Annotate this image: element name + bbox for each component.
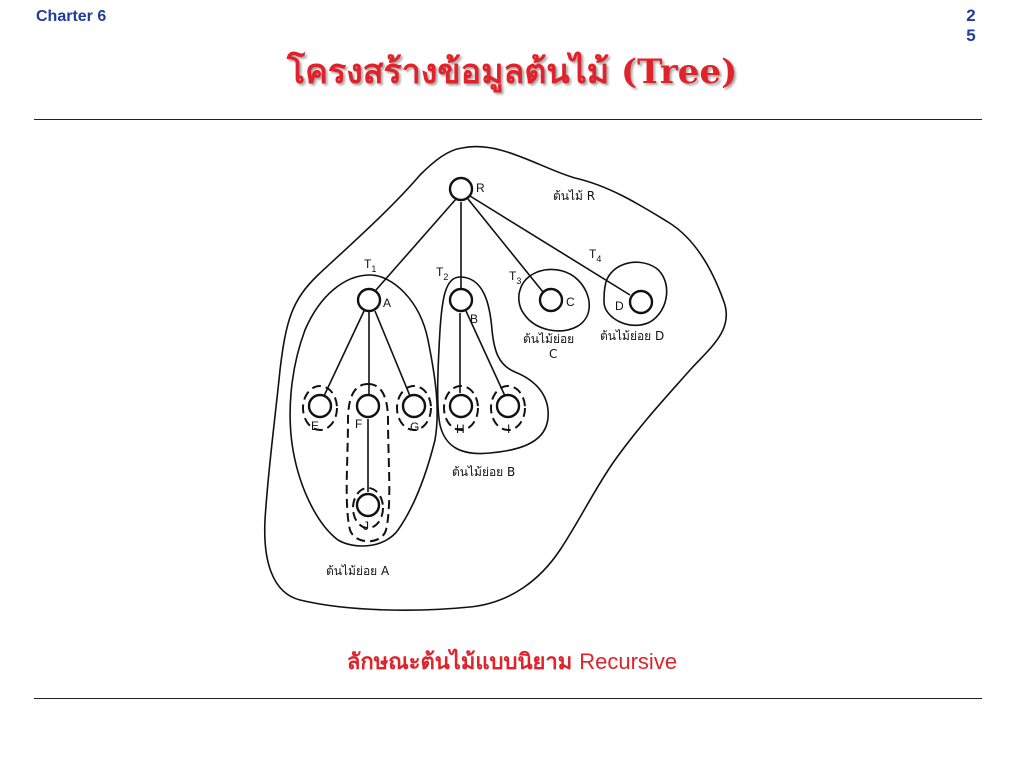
node-g: [401, 393, 427, 419]
node-label-b: B: [470, 312, 478, 326]
node-label-g: G: [410, 420, 419, 434]
node-f: [355, 393, 381, 419]
subtree-d-boundary: [603, 261, 668, 327]
subtree-f-boundary: [345, 382, 391, 543]
bottom-divider: [34, 698, 982, 699]
edge-a-g: [374, 310, 411, 397]
node-i: [495, 393, 521, 419]
subtree-g-boundary: [396, 385, 432, 431]
page-number: 2 5: [958, 6, 984, 46]
subtree-c-boundary: [518, 268, 591, 332]
subtree-d-label: ต้นไม้ย่อย D: [600, 329, 664, 343]
edge-r-c: [467, 198, 544, 293]
subtree-h-boundary: [443, 385, 479, 431]
subtree-b-boundary: [436, 276, 549, 455]
node-label-j: J: [363, 519, 369, 533]
subtree-b-label: ต้นไม้ย่อย B: [452, 465, 515, 479]
subtree-label-t4: T4: [589, 247, 601, 264]
node-d: [628, 289, 654, 315]
node-label-d: D: [615, 299, 624, 313]
edge-b-i: [465, 310, 506, 397]
subtree-i-boundary: [490, 385, 526, 431]
subtree-label-t1: T1: [364, 257, 376, 274]
node-label-r: R: [476, 181, 485, 195]
subtree-a-boundary: [289, 274, 438, 547]
chapter-label: Charter 6: [36, 8, 107, 25]
page-number-digit: 2: [966, 6, 976, 25]
subtree-label-t3: T3: [509, 269, 521, 286]
node-label-a: A: [383, 296, 391, 310]
node-label-c: C: [566, 295, 575, 309]
subtree-c-label-2: C: [549, 347, 557, 361]
node-label-h: H: [456, 422, 465, 436]
node-r: [448, 176, 474, 202]
node-b: [448, 287, 474, 313]
node-label-e: E: [311, 419, 319, 433]
top-divider: [34, 119, 982, 120]
node-label-i: I: [507, 422, 510, 436]
caption-thai: ลักษณะต้นไม้แบบนิยาม: [346, 650, 573, 675]
page-number-digit: 5: [966, 26, 976, 45]
edge-a-e: [323, 310, 365, 397]
edge-r-d: [469, 195, 631, 296]
node-h: [448, 393, 474, 419]
subtree-j-boundary: [352, 487, 384, 529]
tree-r-boundary: [263, 145, 728, 611]
node-a: [356, 287, 382, 313]
node-j: [355, 492, 381, 518]
node-c: [538, 287, 564, 313]
subtree-c-label: ต้นไม้ย่อย: [523, 332, 574, 346]
subtree-label-t2: T2: [436, 265, 448, 282]
subtree-e-boundary: [302, 385, 338, 431]
node-e: [307, 393, 333, 419]
figure-caption: ลักษณะต้นไม้แบบนิยาม Recursive: [0, 644, 1024, 679]
node-label-f: F: [355, 417, 362, 431]
slide-title: โครงสร้างข้อมูลต้นไม้ (Tree): [286, 52, 738, 92]
edge-r-a: [375, 198, 457, 291]
subtree-a-label: ต้นไม้ย่อย A: [326, 564, 390, 578]
tree-r-label: ต้นไม้ R: [553, 189, 595, 203]
caption-latin: Recursive: [579, 649, 678, 674]
